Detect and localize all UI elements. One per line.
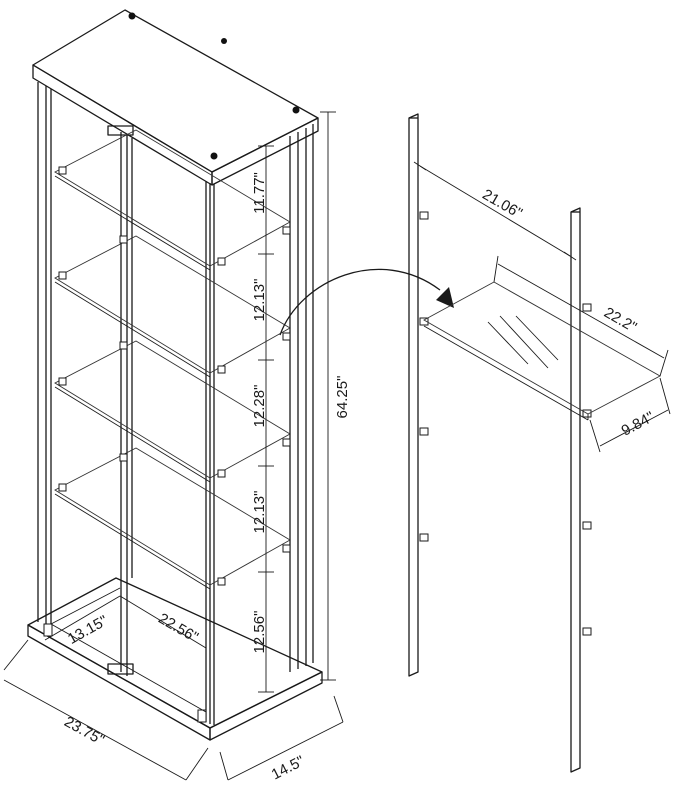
depth-label: 14.5" <box>269 753 307 784</box>
side-post-left <box>408 113 419 677</box>
shelf-spacing-label: 11.77" <box>251 172 268 214</box>
shelf-depth-label: 9.84" <box>619 408 657 439</box>
glass-shelf <box>54 129 291 267</box>
glass-shelf <box>54 235 291 374</box>
cabinet-top-side-edge <box>211 117 319 186</box>
glass-shelf <box>54 340 291 479</box>
post-span-label: 21.06" <box>479 186 525 222</box>
shelf-detail-drawing <box>408 113 671 773</box>
glass-shelf <box>54 447 291 586</box>
shelf-spacing-label: 12.56" <box>251 611 268 654</box>
detail-glass-shelf <box>423 281 661 415</box>
interior-width-label: 22.56" <box>155 610 201 646</box>
side-post-right <box>570 207 581 773</box>
top-hole <box>210 152 218 160</box>
arrow-head <box>436 287 454 308</box>
shelf-spacing-label: 12.28" <box>251 385 268 428</box>
top-hole <box>292 106 300 114</box>
overall-height-label: 64.25" <box>334 376 351 419</box>
shelf-spacing-label: 12.13" <box>251 279 268 322</box>
top-hole <box>221 38 227 44</box>
cabinet-drawing <box>3 9 344 781</box>
shelf-spacing-label: 12.13" <box>251 491 268 534</box>
shelf-length-label: 22.2" <box>601 304 639 336</box>
width-label: 23.75" <box>61 713 107 749</box>
detail-arrow <box>279 268 441 336</box>
top-hole <box>128 12 136 20</box>
interior-depth-label: 13.15" <box>65 612 111 648</box>
